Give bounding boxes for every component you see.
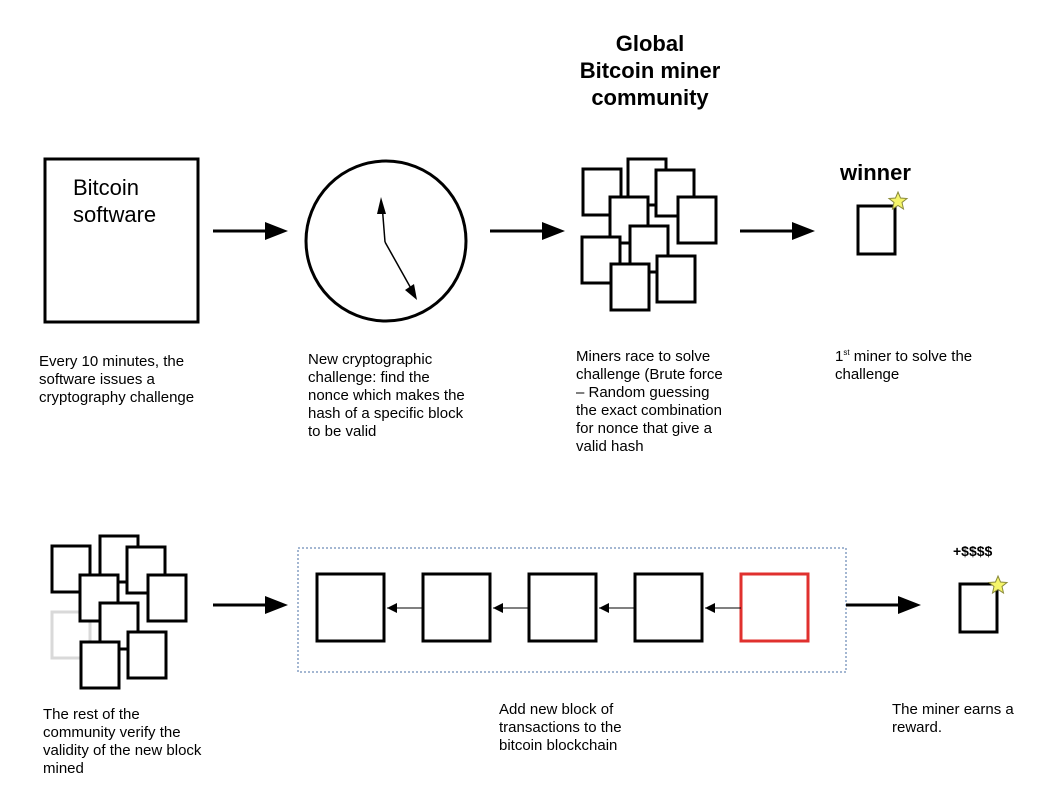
rewarded-miner-icon — [958, 582, 999, 634]
reward-label: +$$$$ — [953, 543, 993, 559]
arrow-software-to-clock — [213, 222, 288, 240]
miner-community-icon — [580, 157, 718, 312]
heading-line-1: Global — [615, 31, 685, 56]
winner-label: winner — [840, 160, 911, 185]
caption-step-6: Add new block of transactions to the bit… — [499, 701, 622, 754]
verifying-community-icon — [50, 534, 188, 690]
winner-miner-icon — [856, 204, 897, 256]
heading-line-2: Bitcoin miner — [579, 58, 721, 83]
caption-step-3: Miners race to solve challenge (Brute fo… — [576, 348, 723, 455]
software-label-line-2: software — [73, 202, 157, 227]
caption-step-4-text: miner to solve the challenge — [835, 348, 973, 383]
arrow-blockchain-to-reward — [846, 596, 921, 614]
new-block — [739, 572, 810, 643]
blockchain-container — [297, 547, 847, 673]
chain-block — [315, 572, 386, 643]
chain-block — [633, 572, 704, 643]
arrow-community-to-blockchain — [213, 596, 288, 614]
caption-step-1: Every 10 minutes, the software issues a … — [39, 353, 195, 406]
software-box — [43, 157, 200, 324]
arrow-clock-to-miners — [490, 222, 565, 240]
community-heading: Global Bitcoin miner community — [550, 30, 750, 111]
caption-step-2: New cryptographic challenge: find the no… — [308, 351, 465, 440]
caption-step-5: The rest of the community verify the val… — [43, 706, 202, 777]
star-icon — [987, 574, 1009, 595]
software-label: Bitcoin software — [73, 174, 156, 228]
clock-icon — [304, 159, 468, 323]
caption-step-4-sup: st — [843, 348, 850, 357]
star-icon — [887, 190, 909, 211]
arrow-miners-to-winner — [740, 222, 815, 240]
chain-block — [421, 572, 492, 643]
heading-line-3: community — [591, 85, 709, 110]
software-label-line-1: Bitcoin — [73, 175, 140, 200]
caption-step-7: The miner earns a reward. — [892, 701, 1014, 736]
chain-block — [527, 572, 598, 643]
caption-step-4-num: 1 — [835, 348, 844, 365]
blockchain — [315, 572, 810, 643]
caption-step-4: 1st miner to solve the challenge — [835, 344, 995, 384]
